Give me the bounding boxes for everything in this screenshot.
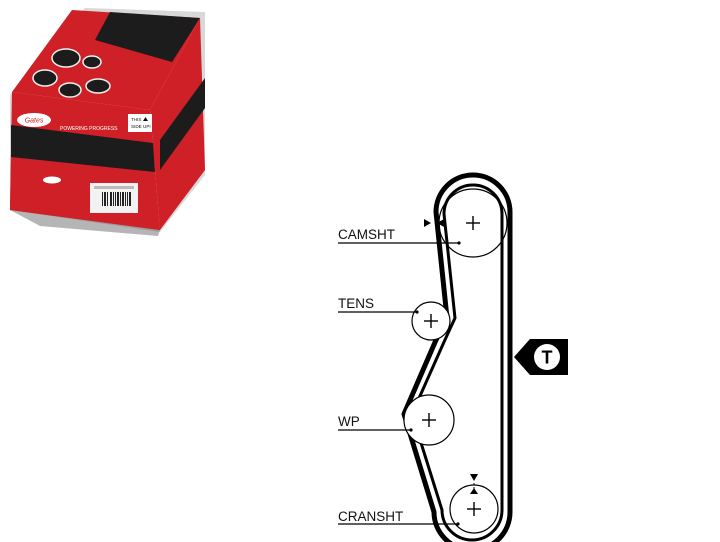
crankshaft-center-icon bbox=[467, 502, 481, 516]
product-box-image: Gates POWERING PROGRESS THIS SIDE UP! bbox=[10, 8, 205, 236]
barcode-icon bbox=[102, 192, 131, 206]
crank-timing-mark-icon bbox=[470, 474, 478, 481]
timing-belt-inner bbox=[410, 183, 504, 542]
tensioner-leader-dot bbox=[415, 310, 419, 314]
camshaft-leader-dot bbox=[457, 241, 461, 245]
cam-timing-mark-icon-2 bbox=[437, 219, 444, 227]
box-right-band bbox=[160, 78, 205, 170]
pulley-illustration bbox=[32, 48, 111, 98]
crank-timing-mark-icon-2 bbox=[470, 488, 478, 494]
camshaft-label: CAMSHT bbox=[338, 227, 395, 242]
camshaft-center-icon bbox=[466, 216, 480, 230]
tension-side-marker: T bbox=[514, 339, 568, 375]
water-pump-label: WP bbox=[338, 414, 360, 429]
box-base-shadow bbox=[10, 210, 160, 236]
tension-marker-circle bbox=[534, 344, 560, 370]
cam-timing-mark-icon bbox=[424, 219, 431, 227]
tensioner-label: TENS bbox=[338, 296, 374, 311]
arrow-up-icon bbox=[143, 117, 148, 121]
crankshaft-leader-dot bbox=[456, 522, 460, 526]
slogan-text: POWERING PROGRESS bbox=[60, 126, 118, 132]
tension-marker-letter: T bbox=[542, 348, 553, 368]
side-up-line1: THIS bbox=[131, 117, 141, 122]
tensioner-center-icon bbox=[424, 314, 438, 328]
side-up-line2: SIDE UP! bbox=[131, 124, 151, 129]
water-pump-center-icon bbox=[422, 413, 436, 427]
label-text-line bbox=[94, 186, 134, 189]
timing-belt bbox=[401, 172, 513, 542]
crankshaft-label: CRANSHT bbox=[338, 509, 403, 524]
small-logo bbox=[43, 176, 61, 184]
brand-text: Gates bbox=[25, 118, 44, 125]
gates-logo bbox=[17, 113, 51, 127]
water-pump-leader-dot bbox=[409, 428, 413, 432]
box-front-band bbox=[11, 125, 155, 172]
box-top-band bbox=[95, 12, 200, 62]
